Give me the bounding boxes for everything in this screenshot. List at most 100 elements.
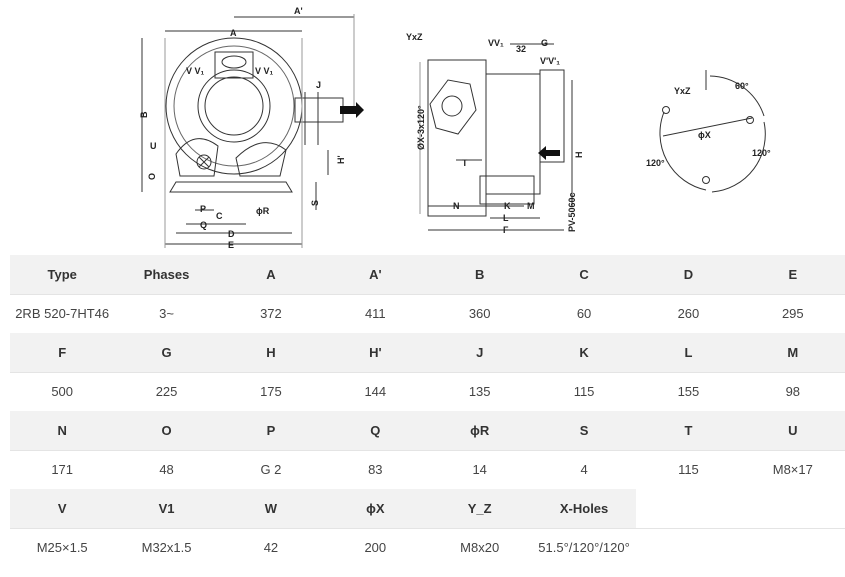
dim-label-f: F bbox=[503, 225, 509, 235]
dim-label-p: P bbox=[200, 204, 206, 214]
value-cell: 115 bbox=[636, 449, 741, 489]
value-cell: 42 bbox=[218, 527, 324, 567]
header-cell: B bbox=[427, 255, 532, 294]
table-header-row: N O P Q ϕR S T U bbox=[10, 411, 845, 450]
dim-label-c: C bbox=[216, 211, 223, 221]
outlet-arrow-icon bbox=[340, 102, 364, 118]
value-cell: 225 bbox=[114, 371, 219, 411]
table-row: 2RB 520-7HT46 3~ 372 411 360 60 260 295 bbox=[10, 293, 845, 333]
value-cell: 14 bbox=[427, 449, 532, 489]
value-cell: M32x1.5 bbox=[114, 527, 219, 567]
header-cell: V bbox=[10, 489, 115, 528]
table-row: 500 225 175 144 135 115 155 98 bbox=[10, 371, 845, 411]
value-cell: 83 bbox=[323, 449, 428, 489]
value-cell: G 2 bbox=[218, 449, 324, 489]
header-cell: M bbox=[740, 333, 845, 372]
table-header-row: Type Phases A A' B C D E bbox=[10, 255, 845, 294]
dim-label-j: J bbox=[316, 80, 321, 90]
dim-label-k: K bbox=[504, 201, 511, 211]
header-cell: V1 bbox=[114, 489, 219, 528]
dim-label-vv1b: V V₁ bbox=[255, 66, 274, 76]
value-cell: 295 bbox=[740, 293, 845, 333]
value-cell: 260 bbox=[636, 293, 741, 333]
header-cell: D bbox=[636, 255, 741, 294]
dim-label-h-prime: H' bbox=[336, 155, 346, 164]
flange-label-phix: ϕX bbox=[698, 130, 711, 140]
dim-label-n: N bbox=[453, 201, 460, 211]
header-cell: Type bbox=[10, 255, 115, 294]
header-cell: ϕR bbox=[427, 411, 532, 450]
table-header-row: F G H H' J K L M bbox=[10, 333, 845, 372]
dim-label-a: A bbox=[230, 28, 237, 38]
dim-label-o: O bbox=[147, 173, 157, 180]
empty-cell bbox=[636, 489, 741, 528]
dim-label-w: 32 bbox=[516, 44, 526, 54]
dim-label-vv-side: VV₁ bbox=[488, 38, 504, 48]
front-view bbox=[141, 14, 355, 248]
value-cell: 500 bbox=[10, 371, 115, 411]
header-cell: E bbox=[740, 255, 845, 294]
value-cell: 372 bbox=[218, 293, 324, 333]
header-cell: K bbox=[531, 333, 637, 372]
value-cell: 411 bbox=[323, 293, 428, 333]
dim-label-s: S bbox=[310, 200, 320, 206]
dim-label-d: D bbox=[228, 229, 235, 239]
spec-table: Type Phases A A' B C D E 2RB 520-7HT46 3… bbox=[10, 255, 845, 567]
empty-cell bbox=[636, 527, 741, 567]
header-cell: H' bbox=[323, 333, 428, 372]
inlet-arrow-icon bbox=[538, 146, 560, 160]
value-cell: 4 bbox=[531, 449, 637, 489]
dim-label-phi-x-holes: ØX-3x120° bbox=[416, 105, 426, 150]
table-header-row: V V1 W ϕX Y_Z X-Holes bbox=[10, 489, 845, 528]
value-cell: M8×17 bbox=[740, 449, 845, 489]
dim-label-m: M bbox=[527, 201, 535, 211]
header-cell: H bbox=[218, 333, 324, 372]
dim-label-yxz: YxZ bbox=[406, 32, 423, 42]
dim-label-t: T bbox=[462, 158, 468, 168]
model-code-label: PV-5060c bbox=[567, 192, 577, 232]
value-cell: M8x20 bbox=[427, 527, 532, 567]
value-cell: 48 bbox=[114, 449, 219, 489]
value-cell: 98 bbox=[740, 371, 845, 411]
header-cell: L bbox=[636, 333, 741, 372]
header-cell: O bbox=[114, 411, 219, 450]
value-cell: 51.5°/120°/120° bbox=[531, 527, 637, 567]
value-cell: 171 bbox=[10, 449, 115, 489]
side-view bbox=[419, 43, 573, 231]
flange-label-yxz: YxZ bbox=[674, 86, 691, 96]
dim-label-g: G bbox=[541, 38, 548, 48]
header-cell: A bbox=[218, 255, 324, 294]
dim-label-vv-side2: V'V'₁ bbox=[540, 56, 560, 66]
header-cell: Q bbox=[323, 411, 428, 450]
value-cell: 2RB 520-7HT46 bbox=[10, 293, 115, 333]
table-row: M25×1.5 M32x1.5 42 200 M8x20 51.5°/120°/… bbox=[10, 527, 845, 567]
value-cell: 60 bbox=[531, 293, 637, 333]
value-cell: 155 bbox=[636, 371, 741, 411]
dim-label-u: U bbox=[150, 141, 157, 151]
header-cell: Phases bbox=[114, 255, 219, 294]
value-cell: 135 bbox=[427, 371, 532, 411]
table-row: 171 48 G 2 83 14 4 115 M8×17 bbox=[10, 449, 845, 489]
value-cell: 144 bbox=[323, 371, 428, 411]
header-cell: G bbox=[114, 333, 219, 372]
flange-view bbox=[659, 70, 766, 193]
flange-label-120a: 120° bbox=[646, 158, 665, 168]
dim-label-e: E bbox=[228, 240, 234, 250]
dim-label-a-prime: A' bbox=[294, 6, 303, 16]
empty-cell bbox=[740, 489, 845, 528]
header-cell: J bbox=[427, 333, 532, 372]
value-cell: 3~ bbox=[114, 293, 219, 333]
header-cell: T bbox=[636, 411, 741, 450]
header-cell: X-Holes bbox=[531, 489, 637, 528]
flange-label-120b: 120° bbox=[752, 148, 771, 158]
dim-label-b: B bbox=[139, 111, 149, 118]
dim-label-h: H bbox=[574, 152, 584, 159]
value-cell: 360 bbox=[427, 293, 532, 333]
header-cell: N bbox=[10, 411, 115, 450]
header-cell: S bbox=[531, 411, 637, 450]
dim-label-phi-r: ϕR bbox=[256, 206, 270, 216]
header-cell: A' bbox=[323, 255, 428, 294]
dim-label-l: L bbox=[503, 213, 509, 223]
value-cell: M25×1.5 bbox=[10, 527, 115, 567]
header-cell: P bbox=[218, 411, 324, 450]
